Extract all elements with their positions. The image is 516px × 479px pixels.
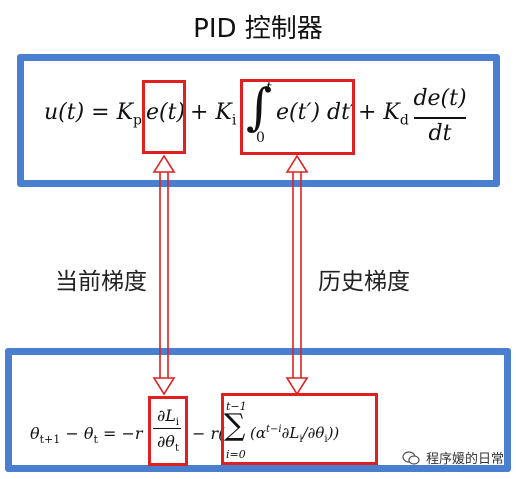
sum-upper-limit: t−1 bbox=[226, 400, 247, 413]
alpha-term: (α bbox=[250, 424, 266, 442]
minus-theta: − θ bbox=[65, 424, 94, 443]
integral-highlight bbox=[240, 79, 355, 155]
wechat-icon bbox=[402, 450, 420, 465]
kp-subscript: p bbox=[133, 112, 142, 129]
grad-den-sub: t bbox=[174, 443, 179, 455]
history-sum-highlight bbox=[221, 393, 378, 465]
plus-ki-text: + K bbox=[190, 100, 232, 125]
watermark-text: 程序媛的日常 bbox=[425, 452, 504, 467]
theta-sub-t: t bbox=[93, 433, 98, 447]
current-gradient-arrow bbox=[152, 154, 176, 396]
watermark: 程序媛的日常 bbox=[402, 448, 504, 467]
derivative-numerator: de(t) bbox=[413, 86, 467, 111]
gradient-numerator: ∂Li bbox=[150, 406, 186, 428]
update-lhs: θt+1 − θt = −r bbox=[30, 424, 143, 446]
integral-upper: t bbox=[266, 80, 272, 96]
closing-parens: )) bbox=[327, 424, 340, 442]
gradient-denominator: ∂θt bbox=[150, 432, 186, 454]
current-error-highlight bbox=[142, 80, 186, 154]
grad-den-text: ∂θ bbox=[157, 432, 175, 451]
equals-minus-r: = −r bbox=[103, 424, 143, 443]
history-gradient-arrow bbox=[285, 154, 309, 396]
plus-kd-text: + K bbox=[358, 100, 400, 125]
diagram-title: PID 控制器 bbox=[193, 14, 323, 44]
integral-lower: 0 bbox=[256, 130, 265, 146]
current-gradient-label: 当前梯度 bbox=[55, 269, 147, 295]
integrand: e(t′) dt′ bbox=[276, 100, 355, 125]
partial-l: ∂L bbox=[281, 424, 300, 442]
partial-l-sub: i bbox=[299, 434, 303, 445]
kd-subscript: d bbox=[399, 112, 409, 129]
pid-formula-box bbox=[17, 54, 500, 187]
grad-num-text: ∂L bbox=[156, 406, 176, 425]
pid-lhs: u(t) = K bbox=[44, 100, 134, 125]
derivative-denominator: dt bbox=[428, 121, 452, 146]
update-formula-box bbox=[5, 348, 511, 472]
ki-subscript: i bbox=[231, 112, 237, 129]
theta-symbol: θ bbox=[30, 424, 40, 443]
partial-theta: /∂θ bbox=[302, 424, 325, 442]
pid-plus-ki: + Ki bbox=[190, 100, 236, 128]
current-gradient-highlight bbox=[148, 396, 188, 466]
sum-term: (αt−i∂Li/∂θi)) bbox=[250, 424, 339, 445]
pid-formula: u(t) = Kp bbox=[44, 100, 142, 128]
sum-symbol: ∑ bbox=[224, 408, 246, 443]
grad-num-sub: i bbox=[175, 417, 180, 429]
pid-plus-kd: + Kd bbox=[358, 100, 409, 128]
history-gradient-label: 历史梯度 bbox=[318, 269, 410, 295]
derivative-fraction-bar bbox=[414, 117, 466, 119]
gradient-fraction-bar bbox=[153, 428, 181, 429]
alpha-exponent: t−i bbox=[265, 424, 282, 435]
theta-sub-t1: t+1 bbox=[39, 433, 61, 447]
integral-sign: ∫ bbox=[246, 78, 273, 136]
minus-r-paren: − r( bbox=[192, 424, 225, 443]
sum-lower-limit: i=0 bbox=[226, 448, 246, 461]
partial-theta-sub: i bbox=[324, 434, 328, 445]
pid-error-term: e(t) bbox=[146, 100, 186, 125]
